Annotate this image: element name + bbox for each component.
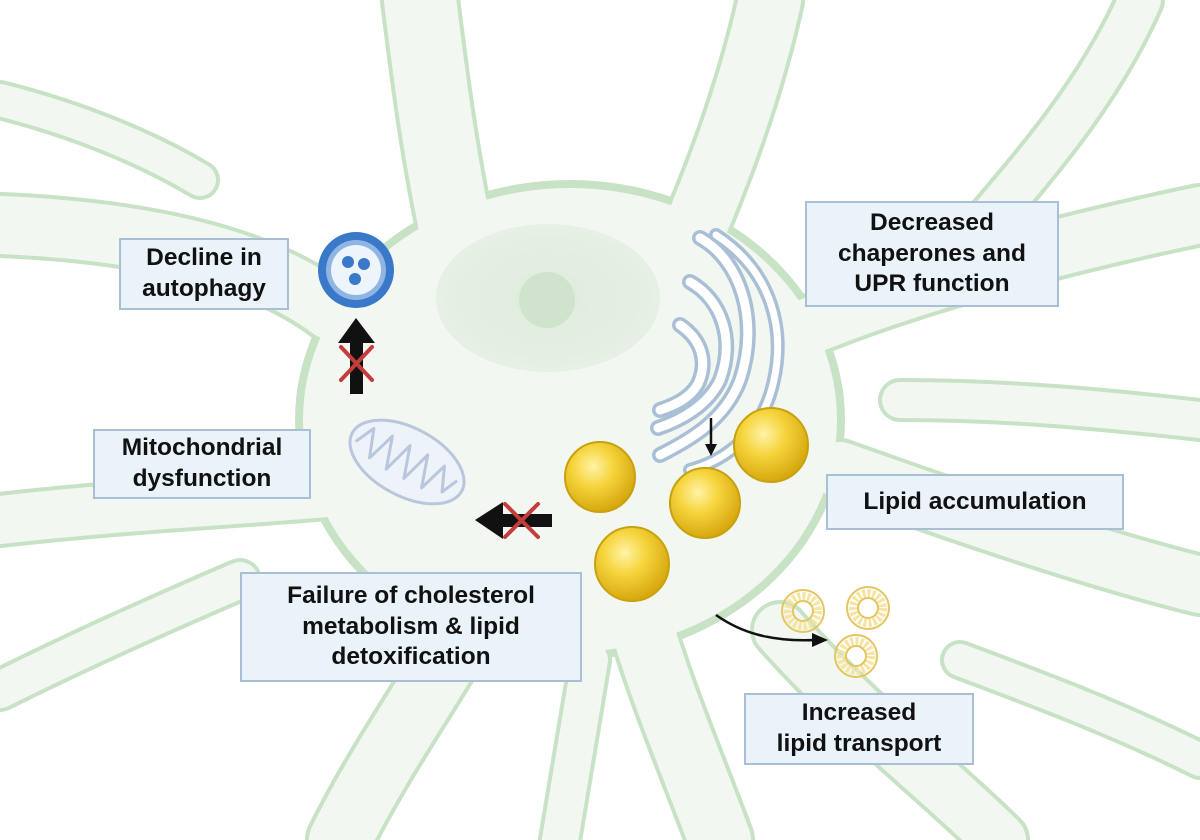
inhibition-cross-icon (339, 345, 374, 382)
autophagy-arrow (338, 318, 375, 394)
inhibition-cross-icon (503, 502, 540, 539)
autophagosome-icon (318, 232, 394, 308)
nucleus (436, 224, 660, 372)
lipid-export-arrow (715, 613, 828, 647)
endoplasmic-reticulum-icon (650, 228, 785, 477)
label-lipid-accumulation: Lipid accumulation (826, 474, 1124, 530)
er-to-lipid-arrow (705, 418, 717, 456)
lipoprotein-icon (781, 586, 890, 678)
nucleolus (519, 272, 575, 328)
lipid-to-mitochondria-arrow (475, 502, 552, 539)
lipid-droplet-icon (564, 407, 809, 602)
mitochondrion-icon (348, 418, 466, 506)
